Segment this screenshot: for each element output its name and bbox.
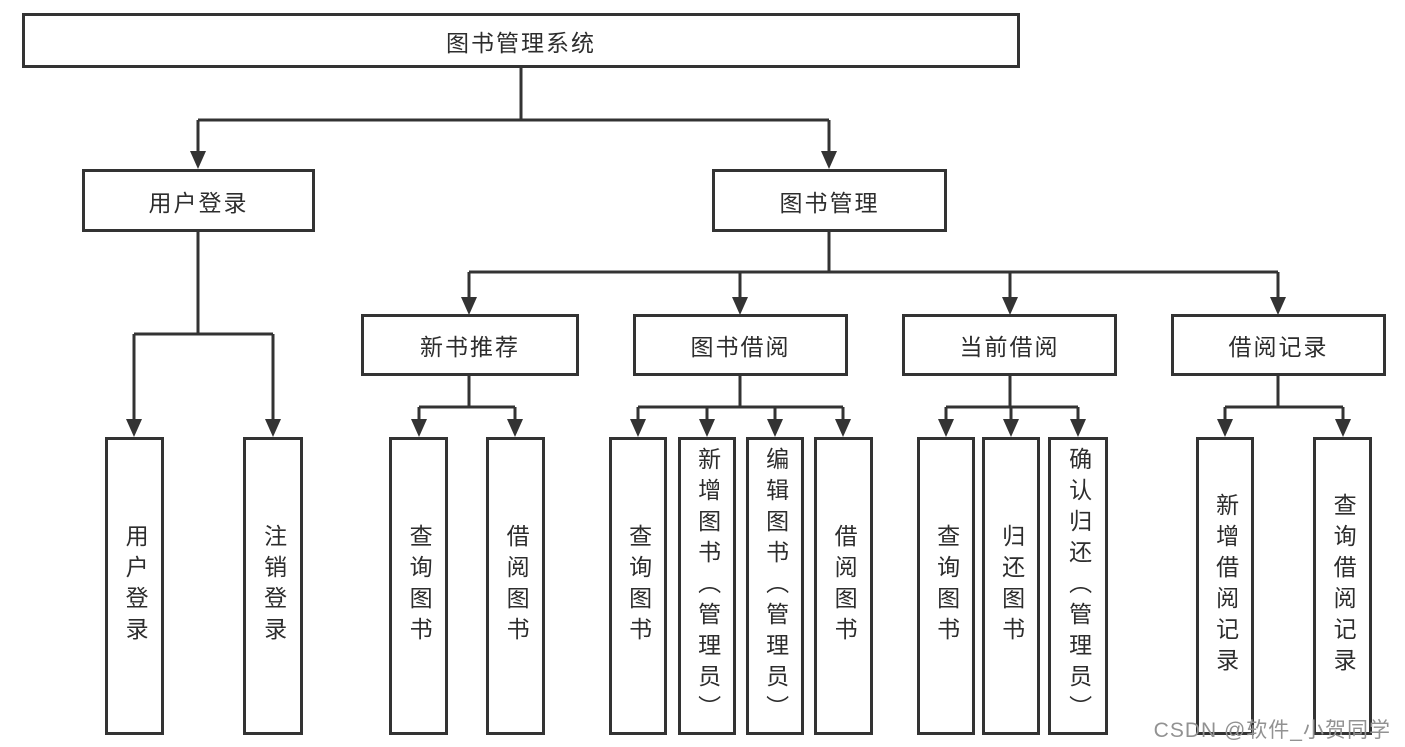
leaf-query-borrow-record: 查询借阅记录 [1313,437,1372,735]
leaf-add-book-admin: 新增图书（管理员） [678,437,736,735]
leaf-confirm-return-admin: 确认归还（管理员） [1048,437,1108,735]
node-new-book-recommend: 新书推荐 [361,314,579,376]
leaf-borrow-book-1: 借阅图书 [486,437,545,735]
node-root: 图书管理系统 [22,13,1020,68]
csdn-watermark: CSDN @软件_小贺同学 [1153,719,1391,742]
leaf-add-borrow-record: 新增借阅记录 [1196,437,1254,735]
leaf-user-login: 用户登录 [105,437,164,735]
leaf-return-book: 归还图书 [982,437,1040,735]
node-user-login: 用户登录 [82,169,315,232]
leaf-borrow-book-2: 借阅图书 [814,437,873,735]
node-book-management: 图书管理 [712,169,947,232]
leaf-query-book-1: 查询图书 [389,437,448,735]
node-current-borrow: 当前借阅 [902,314,1117,376]
leaf-query-book-2: 查询图书 [609,437,667,735]
leaf-edit-book-admin: 编辑图书（管理员） [746,437,804,735]
node-book-borrow: 图书借阅 [633,314,848,376]
leaf-query-book-3: 查询图书 [917,437,975,735]
leaf-logout: 注销登录 [243,437,303,735]
node-borrow-records: 借阅记录 [1171,314,1386,376]
